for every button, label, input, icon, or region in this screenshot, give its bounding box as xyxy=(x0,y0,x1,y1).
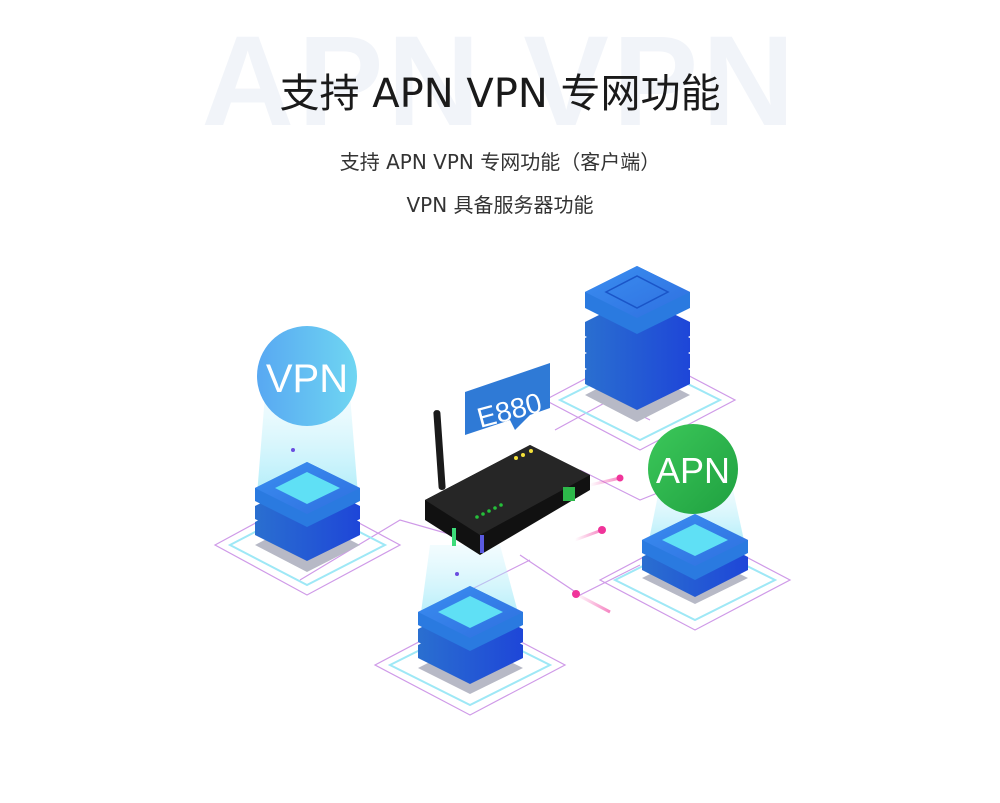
svg-text:APN: APN xyxy=(656,450,730,491)
bottom-server xyxy=(418,545,523,694)
subtitle-client: 支持 APN VPN 专网功能（客户端） xyxy=(339,150,661,174)
apn-server xyxy=(642,485,748,604)
vpn-badge: VPN xyxy=(257,326,357,426)
signal-dots xyxy=(572,474,624,614)
subtitle-server: VPN 具备服务器功能 xyxy=(406,193,594,217)
svg-text:VPN: VPN xyxy=(266,357,348,401)
status-leds xyxy=(475,449,533,519)
tall-server xyxy=(585,266,690,422)
page-title: 支持 APN VPN 专网功能 xyxy=(279,71,721,117)
terminal-block xyxy=(563,487,575,501)
background-watermark: APN VPN xyxy=(201,10,799,153)
apn-badge: APN xyxy=(648,424,738,514)
e880-router xyxy=(425,410,590,555)
vpn-server xyxy=(255,395,360,572)
device-label-bubble: E880 xyxy=(465,363,550,435)
